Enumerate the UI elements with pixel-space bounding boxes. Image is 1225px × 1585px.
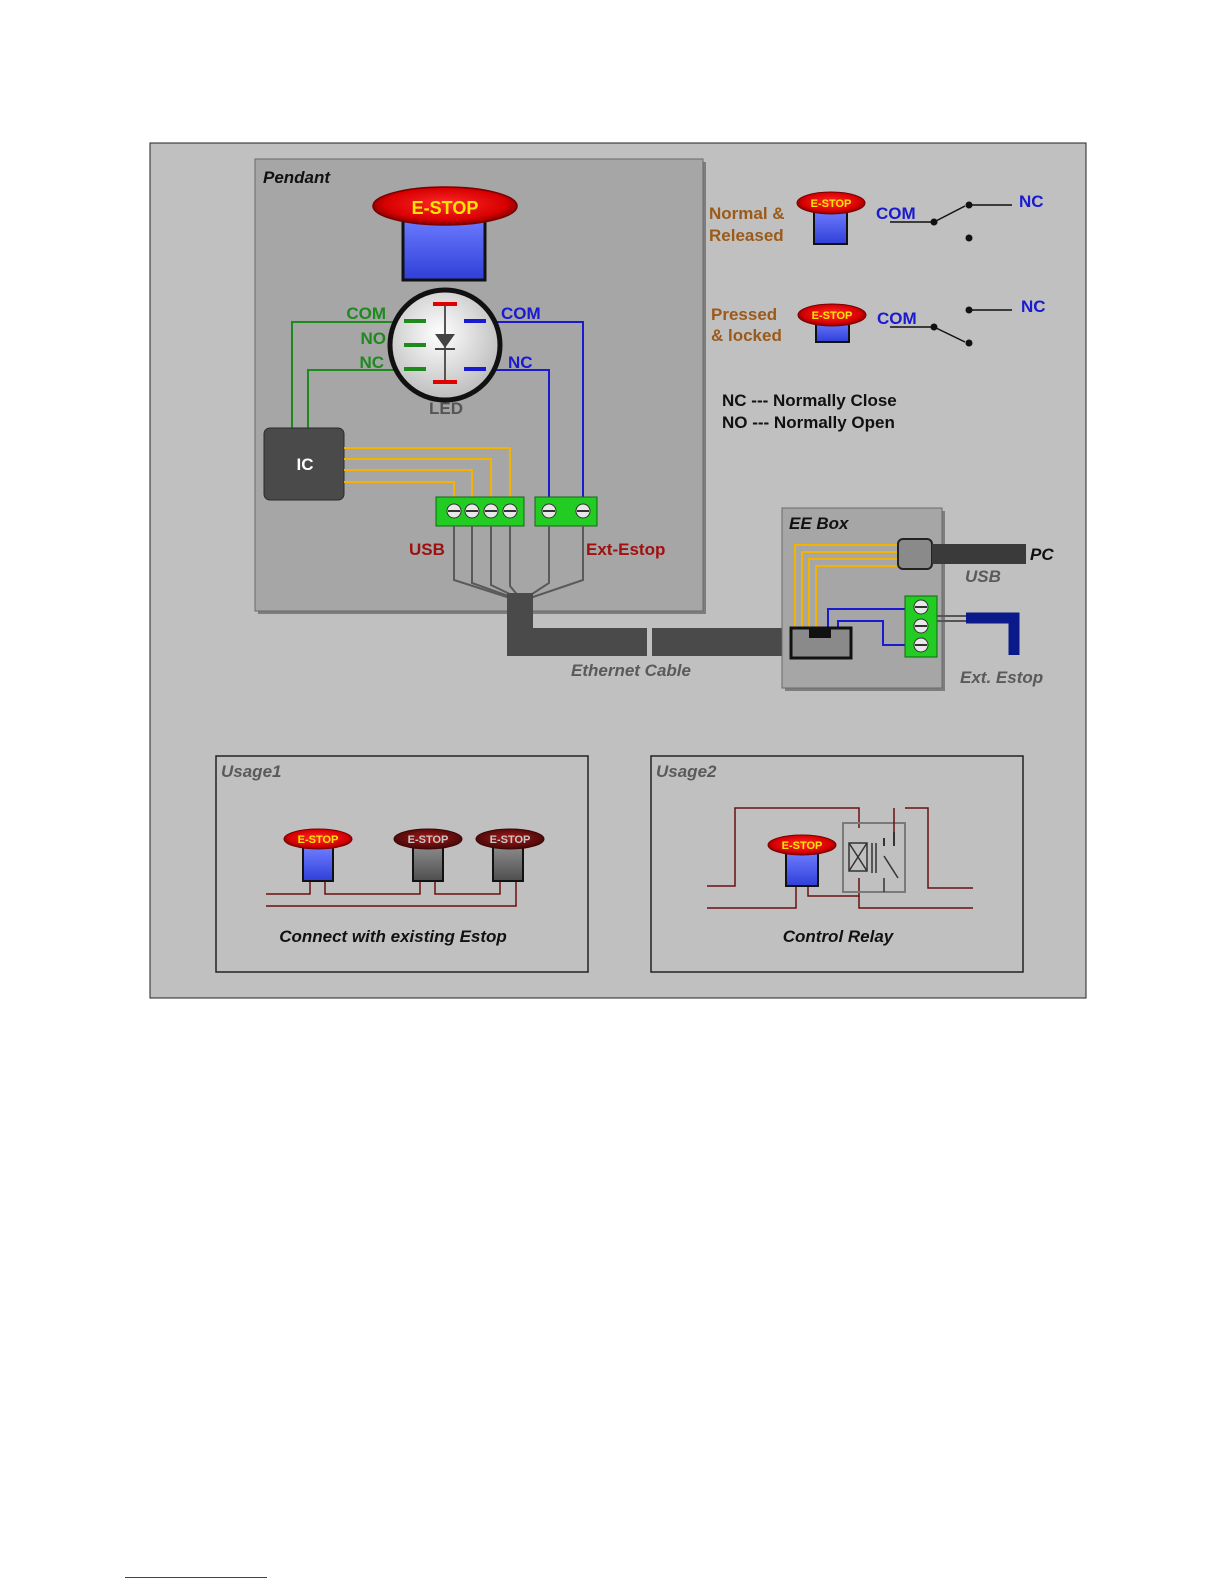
normal-mini-label: E-STOP: [811, 198, 852, 210]
normal-com-label: COM: [876, 204, 916, 223]
pressed-line1: Pressed: [711, 305, 777, 324]
left-com-label: COM: [346, 304, 386, 323]
pressed-nc-label: NC: [1021, 297, 1046, 316]
pendant-usb-label: USB: [409, 540, 445, 559]
footer-rule: [125, 1577, 267, 1578]
pressed-line2: & locked: [711, 326, 782, 345]
usage2-button-label: E-STOP: [782, 840, 823, 852]
right-com-label: COM: [501, 304, 541, 323]
usage1-button-3-label: E-STOP: [490, 834, 531, 846]
normal-line1: Normal &: [709, 204, 785, 223]
ee-pc-label: PC: [1030, 545, 1054, 564]
usage1-title: Usage1: [221, 762, 281, 781]
pendant-estop-label: E-STOP: [412, 198, 479, 218]
ext-estop-terminal-block: [535, 497, 597, 526]
ee-terminal-block: [905, 596, 937, 657]
ee-ext-estop-label: Ext. Estop: [960, 668, 1043, 687]
pendant-ext-estop-label: Ext-Estop: [586, 540, 665, 559]
left-no-label: NO: [361, 329, 387, 348]
ee-usb-label: USB: [965, 567, 1001, 586]
ee-box-title: EE Box: [789, 514, 850, 533]
pendant-title: Pendant: [263, 168, 331, 187]
right-nc-label: NC: [508, 353, 533, 372]
normal-nc-label: NC: [1019, 192, 1044, 211]
usage1-caption: Connect with existing Estop: [279, 927, 507, 946]
pressed-com-label: COM: [877, 309, 917, 328]
led-switch: [390, 290, 500, 400]
ic-label: IC: [297, 455, 314, 474]
usage1-button-1-label: E-STOP: [298, 834, 339, 846]
pressed-mini-label: E-STOP: [812, 310, 853, 322]
ic-chip: IC: [264, 428, 344, 500]
normal-line2: Released: [709, 226, 784, 245]
led-label: LED: [429, 399, 463, 418]
usb-terminal-block: [436, 497, 524, 526]
ee-rj45-socket: [791, 628, 851, 658]
usage2-caption: Control Relay: [783, 927, 895, 946]
usage1-button-2-label: E-STOP: [408, 834, 449, 846]
definition-no: NO --- Normally Open: [722, 413, 895, 432]
usage2-title: Usage2: [656, 762, 717, 781]
definition-nc: NC --- Normally Close: [722, 391, 897, 410]
ethernet-cable-label: Ethernet Cable: [571, 661, 691, 680]
left-nc-label: NC: [359, 353, 384, 372]
